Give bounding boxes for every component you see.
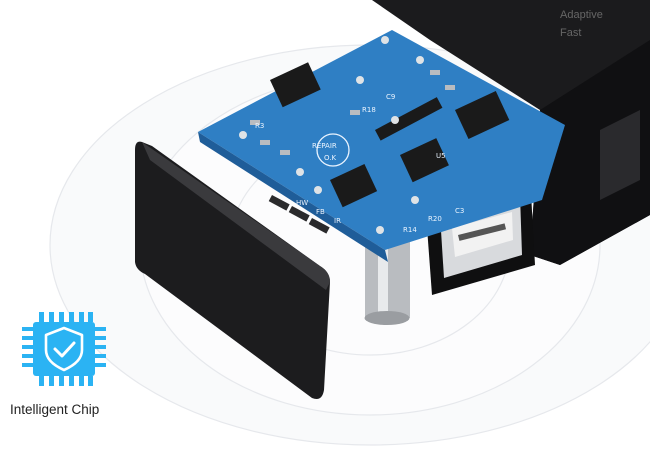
charger-housing: Adaptive Fast: [372, 0, 650, 265]
pcb-label: O.K: [324, 154, 336, 162]
circuit-board: REPAIR O.K HW FB IR R18 C9 U5 R20 C3 R14…: [198, 30, 565, 262]
pcb-label: R18: [362, 106, 376, 114]
pcb-label: IR: [334, 217, 341, 225]
pcb-label: REPAIR: [312, 142, 337, 150]
shield-check-chip-icon: [22, 312, 106, 386]
charger-marking: Fast: [560, 27, 581, 39]
pcb-label: FB: [316, 208, 325, 216]
pcb-label: C9: [386, 93, 395, 101]
metal-pin: [364, 240, 410, 325]
plug-plate: [135, 141, 330, 399]
pcb-label: R3: [255, 122, 264, 130]
feature-label: Intelligent Chip: [10, 402, 100, 417]
pcb-label: HW: [296, 199, 308, 207]
pcb-label: R14: [403, 226, 417, 234]
plug-contacts: [268, 195, 330, 234]
pcb-label: U5: [436, 152, 446, 160]
pcb-label: R20: [428, 215, 442, 223]
pcb-label: C3: [455, 207, 464, 215]
charger-marking: Adaptive: [560, 9, 603, 21]
